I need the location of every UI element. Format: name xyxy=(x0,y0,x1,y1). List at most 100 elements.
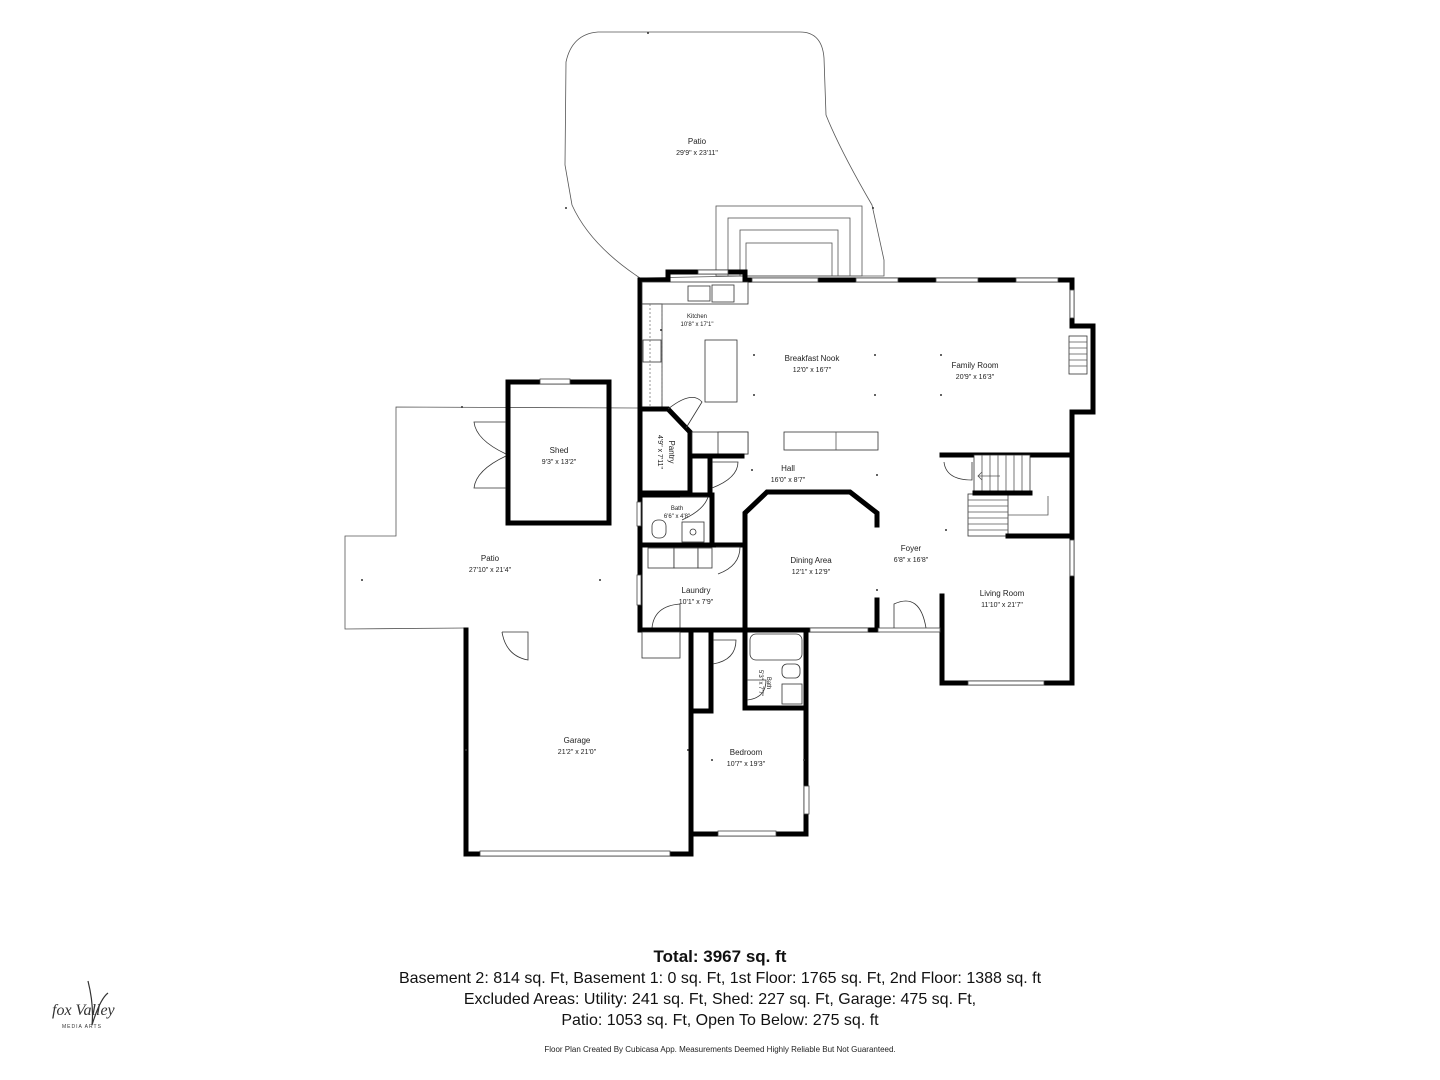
room-dims-foyer: 6'8" x 16'8" xyxy=(894,557,929,564)
front-door-threshold xyxy=(877,627,941,633)
room-label-patio-left: Patio xyxy=(481,554,500,563)
window xyxy=(1015,277,1059,283)
laundry-door-swing-2 xyxy=(651,603,681,629)
bath-lower-door xyxy=(746,679,767,701)
room-dims-patio-top: 29'9" x 23'11" xyxy=(676,150,718,157)
dining-wall-bottom xyxy=(742,597,880,633)
bath-lower-vanity xyxy=(781,683,803,705)
laundry-door-swing xyxy=(716,546,741,575)
closet-door-swing xyxy=(943,461,973,481)
room-dims-bath-upper: 6'6" x 4'8" xyxy=(664,514,690,520)
room-dims-patio-left: 27'10" x 21'4" xyxy=(469,567,512,574)
floor-plan: Patio 29'9" x 23'11" Kitchen 10'8" x 17'… xyxy=(344,31,1096,857)
deck-step-inner xyxy=(739,229,839,277)
room-dims-shed: 9'3" x 13'2" xyxy=(542,459,577,466)
room-dims-pantry: 4'9" x 7'11" xyxy=(656,435,663,469)
bedroom-walls xyxy=(688,627,809,837)
hall-door-swing xyxy=(711,461,739,489)
logo-tagline: MEDIA ARTS xyxy=(62,1024,102,1030)
bath-door-swing xyxy=(680,496,709,521)
kitchen-range xyxy=(711,284,735,303)
room-label-shed: Shed xyxy=(550,446,569,455)
front-door-swing xyxy=(893,600,927,629)
dimension-markers xyxy=(361,32,947,761)
garage-steps xyxy=(641,631,681,659)
window xyxy=(751,277,819,283)
bedroom-window xyxy=(717,830,777,837)
garage-entry-swing xyxy=(501,631,529,661)
logo-wordmark: fox Valley xyxy=(52,1002,116,1019)
bathtub xyxy=(749,633,803,661)
room-label-family-room: Family Room xyxy=(951,361,998,370)
room-dims-bedroom: 10'7" x 19'3" xyxy=(727,761,766,768)
stair-flight-upper xyxy=(973,454,1031,494)
room-label-laundry: Laundry xyxy=(682,586,711,595)
room-dims-hall: 16'0" x 8'7" xyxy=(771,477,806,484)
room-label-bath-lower: Bath xyxy=(765,677,771,689)
room-label-bedroom: Bedroom xyxy=(730,748,763,757)
room-label-dining-area: Dining Area xyxy=(790,556,832,565)
bedroom-closet-door xyxy=(712,639,737,665)
window xyxy=(935,277,979,283)
garage-walls xyxy=(463,627,694,857)
kitchen-island xyxy=(704,339,738,403)
hall-cabinet-box xyxy=(717,431,749,455)
dining-walls xyxy=(742,489,880,633)
pantry-label-group: Pantry 4'9" x 7'11" xyxy=(656,435,676,469)
bedroom-side-window xyxy=(803,785,810,815)
room-dims-living-room: 11'10" x 21'7" xyxy=(981,602,1023,609)
room-label-foyer: Foyer xyxy=(901,544,922,553)
fireplace-hatch xyxy=(1069,341,1087,367)
stair-flight-lower xyxy=(967,493,1009,537)
dryer xyxy=(673,547,699,569)
area-breakdown-line-2: Excluded Areas: Utility: 241 sq. Ft, She… xyxy=(463,991,977,1008)
kitchen-sink xyxy=(687,285,711,302)
room-dims-breakfast-nook: 12'0" x 16'7" xyxy=(793,367,832,374)
stair-treads-lower xyxy=(968,499,1008,531)
house-exterior-walls xyxy=(637,269,1096,633)
room-label-hall: Hall xyxy=(781,464,795,473)
pantry-walls xyxy=(637,406,693,496)
deck-step-core xyxy=(745,242,833,277)
window xyxy=(636,574,642,606)
window xyxy=(855,277,899,283)
credit-note: Floor Plan Created By Cubicasa App. Meas… xyxy=(544,1045,896,1054)
room-label-breakfast-nook: Breakfast Nook xyxy=(785,354,841,363)
fireplace xyxy=(1068,335,1088,375)
stair-treads-upper xyxy=(981,455,1023,493)
window xyxy=(636,501,642,527)
stair-arrow xyxy=(977,471,1049,516)
shed-window xyxy=(539,378,571,385)
room-dims-kitchen: 10'8" x 17'1" xyxy=(681,322,714,328)
breakfast-counter xyxy=(783,431,879,451)
patio-top-outline xyxy=(564,31,885,279)
room-label-patio-top: Patio xyxy=(688,137,707,146)
dining-window xyxy=(809,627,869,633)
kitchen-dash xyxy=(649,304,663,408)
area-breakdown-line-1: Basement 2: 814 sq. Ft, Basement 1: 0 sq… xyxy=(398,970,1042,987)
room-dims-garage: 21'2" x 21'0" xyxy=(558,749,597,756)
window xyxy=(1069,289,1075,319)
area-summary: Total: 3967 sq. ft Basement 2: 814 sq. F… xyxy=(0,946,1440,1031)
bath-lower-label-group: Bath 5'3" x 7'7" xyxy=(757,670,771,696)
room-dims-dining-area: 12'1" x 12'9" xyxy=(792,569,831,576)
garage-door xyxy=(479,850,671,857)
bath-sink xyxy=(689,528,697,536)
area-breakdown-line-3: Patio: 1053 sq. Ft, Open To Below: 275 s… xyxy=(561,1012,879,1029)
washer xyxy=(647,547,675,569)
bath-lower-walls xyxy=(742,627,809,711)
fox-valley-logo: fox Valley MEDIA ARTS xyxy=(52,980,116,1030)
room-dims-laundry: 10'1" x 7'9" xyxy=(679,599,714,606)
room-label-pantry: Pantry xyxy=(667,440,676,463)
window xyxy=(967,680,1045,686)
window xyxy=(1069,539,1075,577)
window xyxy=(697,269,729,275)
room-label-living-room: Living Room xyxy=(980,589,1025,598)
pantry-door-swing xyxy=(667,396,703,429)
shed-door-swing xyxy=(473,421,507,489)
kitchen-cooktop xyxy=(642,339,662,363)
deck-step-outer xyxy=(715,205,863,277)
patio-left-outline xyxy=(344,406,641,630)
laundry-sink xyxy=(697,547,713,569)
room-dims-bath-lower: 5'3" x 7'7" xyxy=(757,670,763,696)
